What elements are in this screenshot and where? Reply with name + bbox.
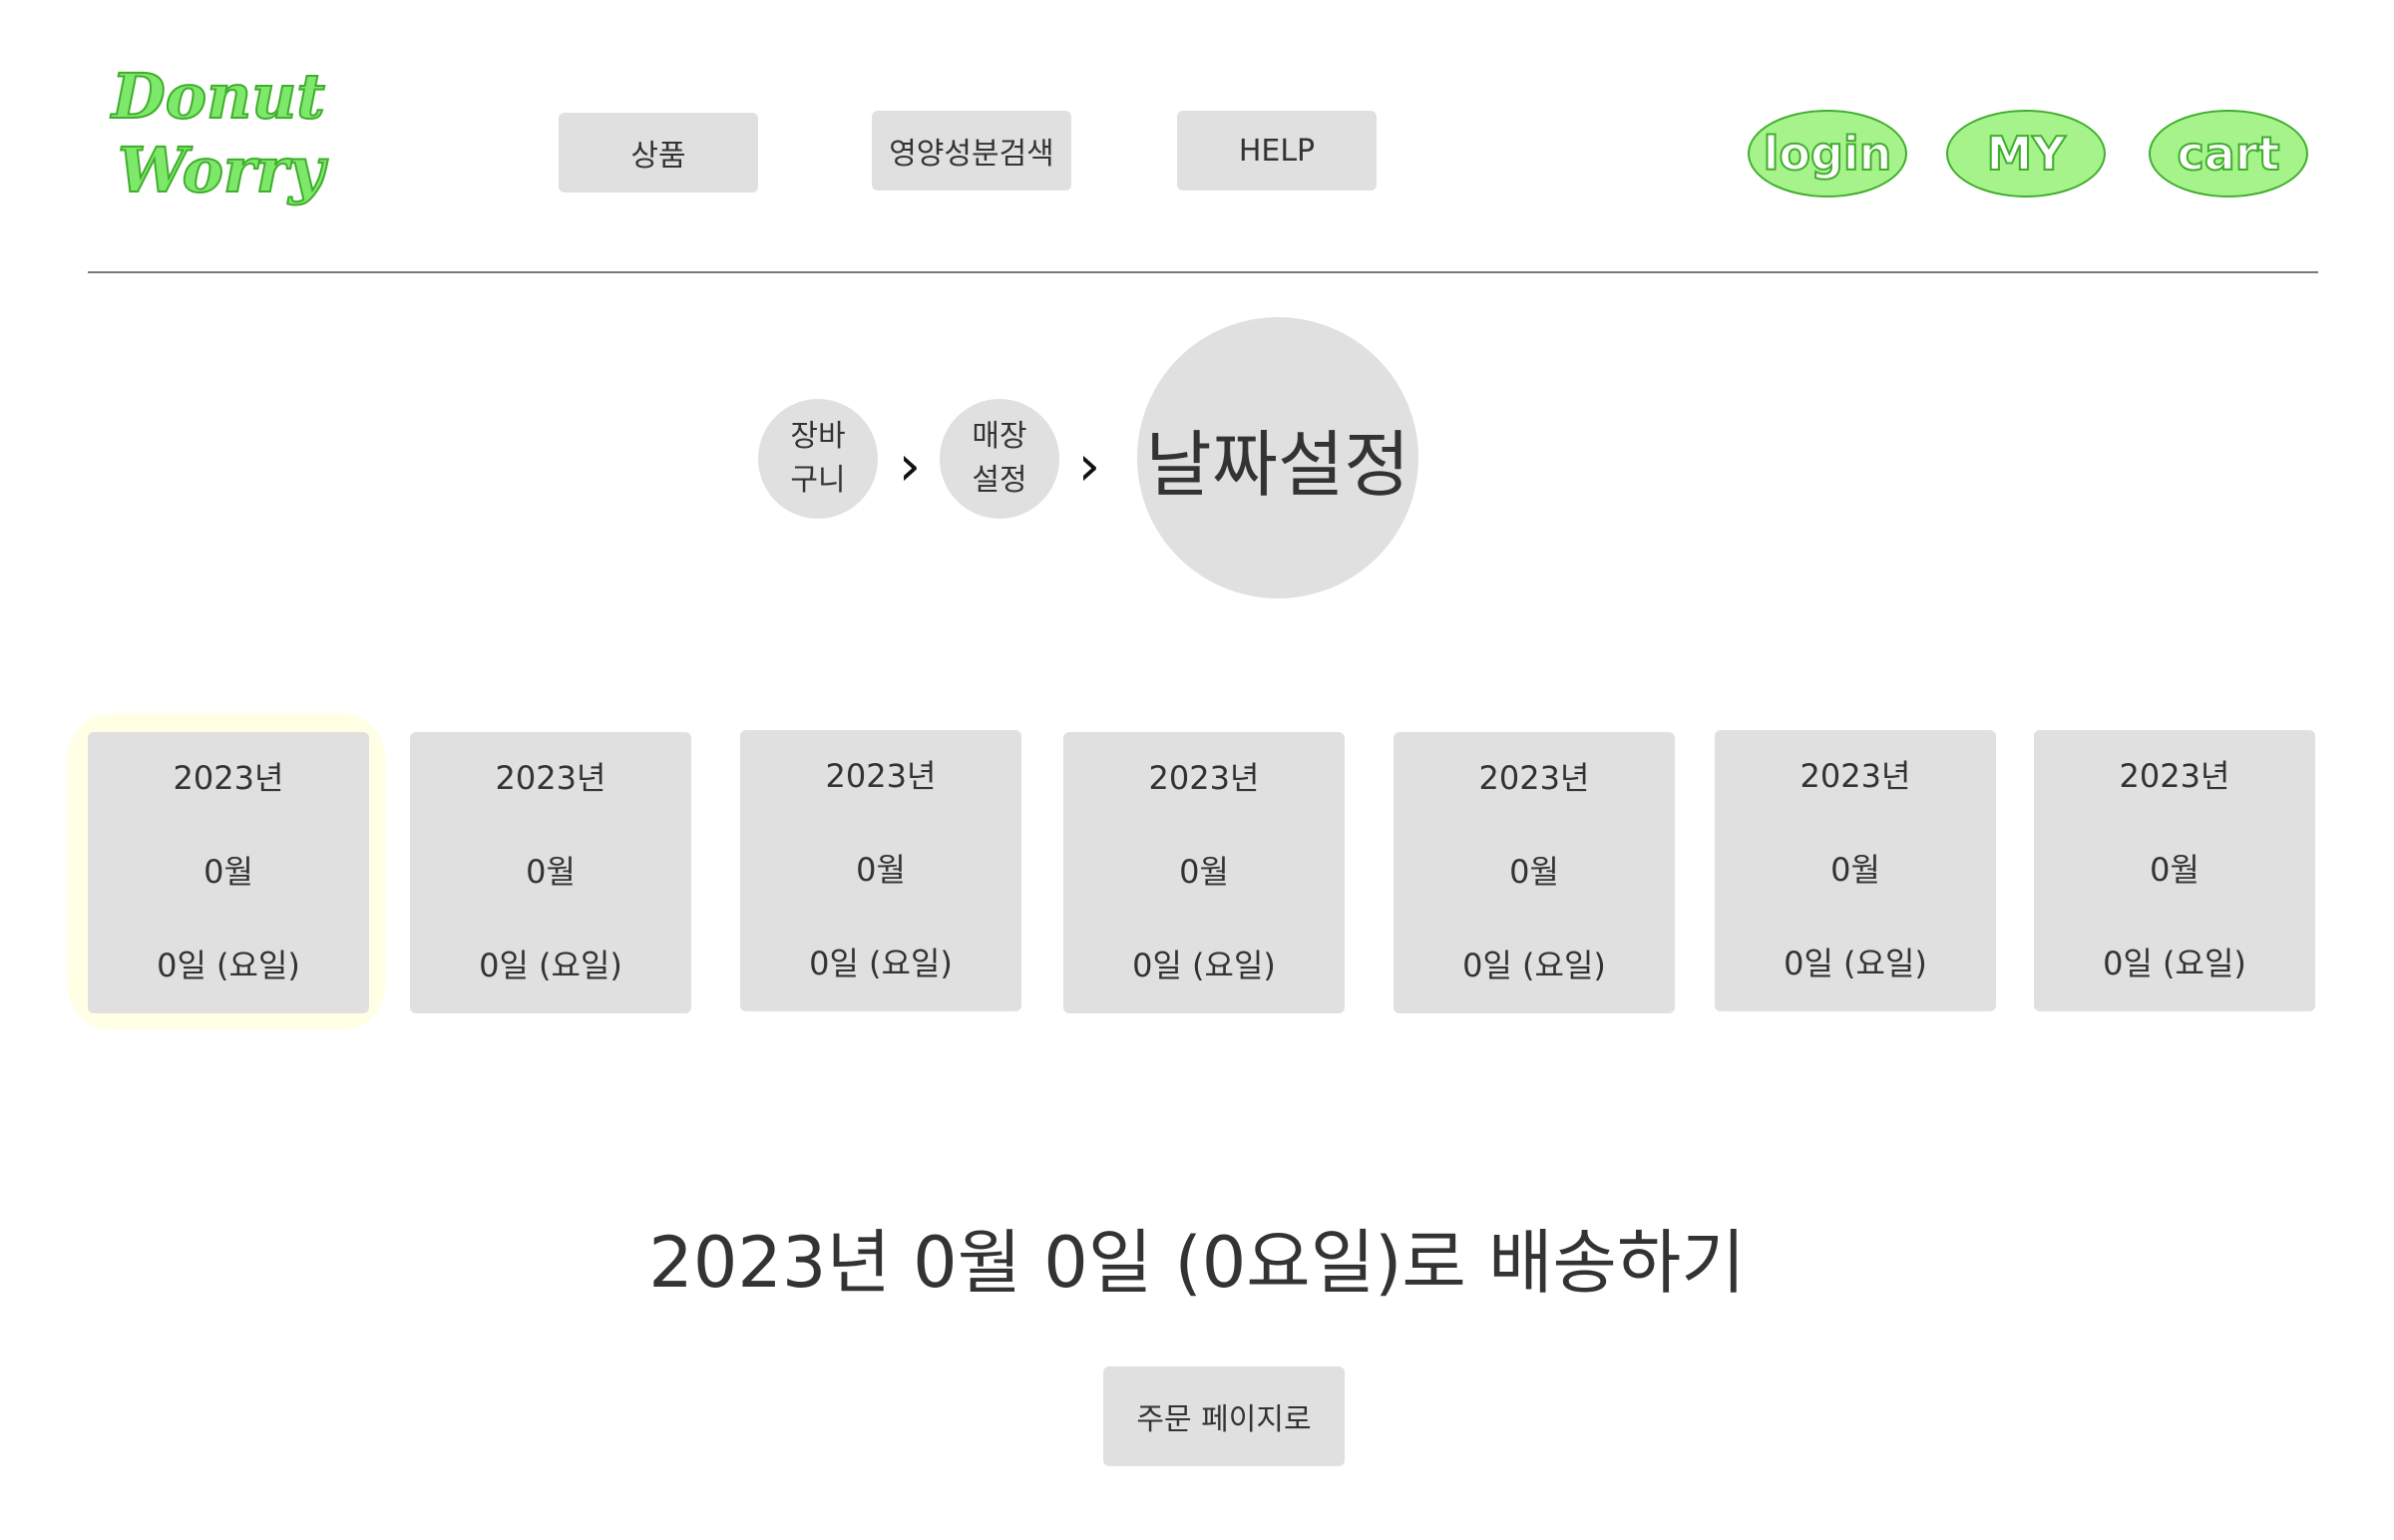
header-divider — [88, 271, 2318, 273]
date-month: 0월 — [203, 853, 253, 891]
chevron-right-icon: › — [1077, 434, 1101, 499]
nav-help-button[interactable]: HELP — [1177, 111, 1377, 191]
date-card-1[interactable]: 2023년 0월 0일 (요일) — [88, 732, 369, 1013]
date-card-6[interactable]: 2023년 0월 0일 (요일) — [1715, 730, 1996, 1011]
date-month: 0월 — [2150, 851, 2199, 889]
chevron-right-icon: › — [898, 434, 922, 499]
date-card-5[interactable]: 2023년 0월 0일 (요일) — [1394, 732, 1675, 1013]
date-day: 0일 (요일) — [809, 945, 953, 982]
date-year: 2023년 — [2119, 757, 2230, 795]
date-day: 0일 (요일) — [157, 947, 300, 984]
cart-button[interactable]: cart — [2149, 110, 2308, 197]
date-month: 0월 — [1179, 853, 1229, 891]
date-month: 0월 — [1509, 853, 1559, 891]
date-day: 0일 (요일) — [1132, 947, 1276, 984]
step-date-label: 날짜설정 — [1145, 422, 1410, 507]
login-button[interactable]: login — [1748, 110, 1907, 197]
step-cart[interactable]: 장바 구니 — [758, 399, 878, 519]
date-card-4[interactable]: 2023년 0월 0일 (요일) — [1063, 732, 1345, 1013]
step-store[interactable]: 매장 설정 — [940, 399, 1059, 519]
step-store-label-2: 설정 — [972, 463, 1027, 498]
logo-line-2: Worry — [117, 133, 325, 207]
date-day: 0일 (요일) — [2103, 945, 2246, 982]
date-card-2[interactable]: 2023년 0월 0일 (요일) — [410, 732, 691, 1013]
nav-nutrition-search-button[interactable]: 영양성분검색 — [872, 111, 1071, 191]
step-date-current: 날짜설정 — [1137, 317, 1418, 598]
go-to-order-button[interactable]: 주문 페이지로 — [1103, 1366, 1345, 1466]
date-card-3[interactable]: 2023년 0월 0일 (요일) — [740, 730, 1021, 1011]
date-year: 2023년 — [495, 759, 606, 797]
delivery-summary: 2023년 0월 0일 (0요일)로 배송하기 — [648, 1222, 1746, 1304]
date-year: 2023년 — [1478, 759, 1590, 797]
date-month: 0월 — [1830, 851, 1880, 889]
date-day: 0일 (요일) — [1462, 947, 1606, 984]
date-year: 2023년 — [1148, 759, 1260, 797]
date-day: 0일 (요일) — [479, 947, 622, 984]
date-card-7[interactable]: 2023년 0월 0일 (요일) — [2034, 730, 2315, 1011]
date-year: 2023년 — [1799, 757, 1911, 795]
step-cart-label-2: 구니 — [790, 463, 846, 498]
logo[interactable]: Donut Worry — [111, 59, 326, 207]
date-month: 0월 — [526, 853, 576, 891]
logo-line-1: Donut — [111, 59, 326, 134]
step-cart-label-1: 장바 — [790, 419, 846, 454]
nav-products-button[interactable]: 상품 — [559, 113, 758, 192]
my-page-button[interactable]: MY — [1946, 110, 2106, 197]
date-year: 2023년 — [825, 757, 937, 795]
date-year: 2023년 — [173, 759, 284, 797]
date-day: 0일 (요일) — [1784, 945, 1927, 982]
date-month: 0월 — [856, 851, 906, 889]
step-store-label-1: 매장 — [972, 419, 1027, 454]
